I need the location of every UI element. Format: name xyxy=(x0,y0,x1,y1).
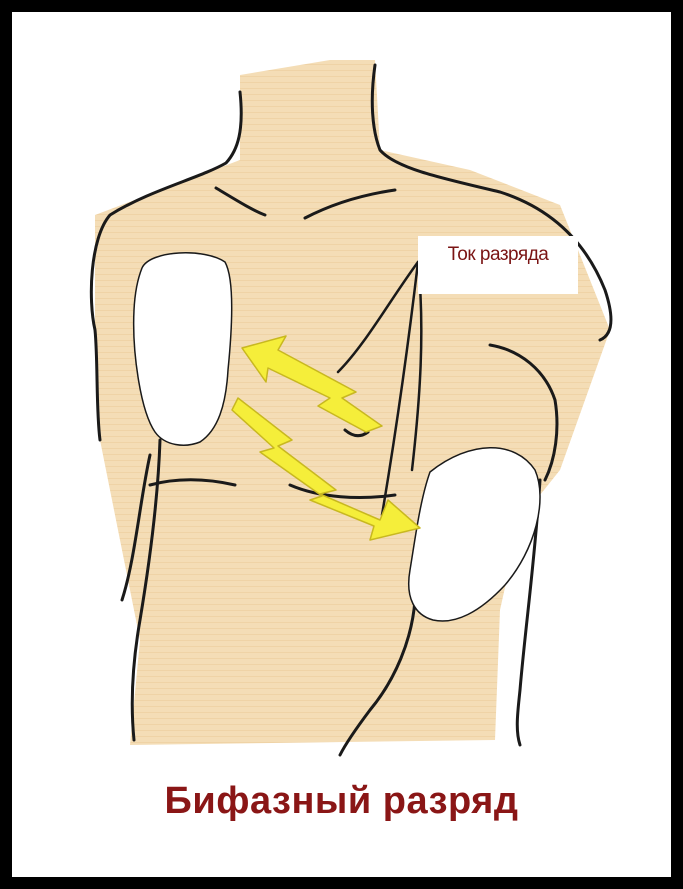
diagram-caption: Бифазный разряд xyxy=(0,780,683,823)
sternal-electrode-pad xyxy=(134,253,232,445)
current-annotation-label: Ток разряда xyxy=(418,236,578,294)
